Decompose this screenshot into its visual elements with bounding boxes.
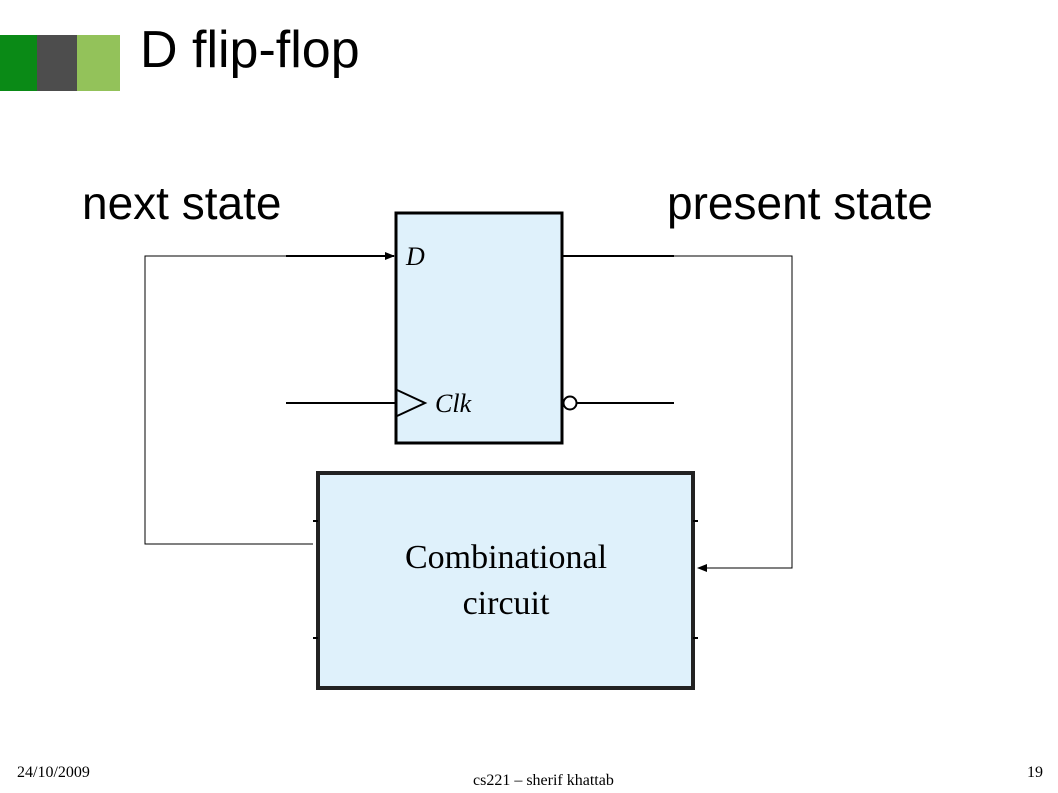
inverted-output-bubble [562,395,578,411]
accent-block-green [0,35,37,91]
accent-block-light-green [77,35,120,91]
combinational-label-line1: Combinational [405,539,607,576]
slide-title: D flip-flop [140,21,360,79]
clk-triangle-icon [396,389,428,417]
combinational-circuit-box [316,471,695,690]
combinational-label-line2: circuit [463,585,550,622]
present-state-feedback-wire [674,255,793,572]
footer-date: 24/10/2009 [17,764,90,781]
accent-block-gray [37,35,77,91]
next-state-feedback-wire [144,255,313,545]
present-state-label: present state [667,177,933,229]
clk-input-label: Clk [435,389,472,418]
next-state-label: next state [82,177,282,229]
footer-author: cs221 – sherif khattab [473,772,614,789]
footer-page-number: 19 [1027,764,1043,781]
d-input-label: D [405,242,425,271]
